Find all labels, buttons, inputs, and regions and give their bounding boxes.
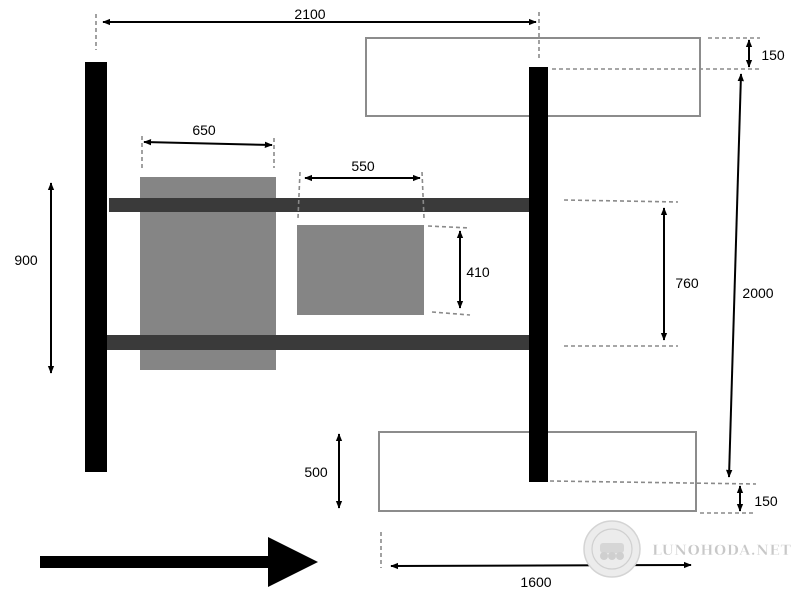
center-gray-block bbox=[297, 225, 424, 315]
right-vertical-beam bbox=[529, 67, 548, 482]
dim-label-410: 410 bbox=[466, 264, 490, 280]
ext-line-bottom-beam bbox=[549, 480, 757, 485]
lunar-rover-emblem-icon bbox=[583, 520, 641, 578]
dim-label-2000: 2000 bbox=[742, 285, 773, 301]
dim-line-1600 bbox=[390, 561, 692, 570]
dim-line-2000 bbox=[726, 73, 744, 478]
ext-line-760-top bbox=[563, 199, 679, 203]
dim-label-650: 650 bbox=[192, 122, 216, 138]
dim-label-150-top: 150 bbox=[761, 47, 785, 63]
dim-label-1600: 1600 bbox=[520, 574, 551, 590]
watermark: LUNOHODA.NET bbox=[583, 520, 792, 578]
dim-label-2100: 2100 bbox=[294, 6, 325, 22]
ext-line-410-bottom bbox=[431, 311, 471, 316]
dim-label-760: 760 bbox=[675, 275, 699, 291]
watermark-text: LUNOHODA.NET bbox=[652, 543, 792, 559]
left-vertical-beam bbox=[85, 62, 107, 472]
ext-line-410-top bbox=[427, 225, 471, 229]
dim-line-650 bbox=[143, 138, 273, 149]
right-arrow-icon bbox=[40, 537, 318, 587]
lower-crossbar bbox=[104, 335, 534, 350]
dim-label-500: 500 bbox=[304, 464, 328, 480]
dim-label-900: 900 bbox=[14, 252, 38, 268]
ext-line-550-right bbox=[421, 171, 425, 219]
dim-label-150-bottom: 150 bbox=[754, 493, 778, 509]
ext-line-550-left bbox=[297, 171, 301, 219]
upper-crossbar bbox=[109, 198, 533, 212]
dim-label-550: 550 bbox=[351, 158, 375, 174]
